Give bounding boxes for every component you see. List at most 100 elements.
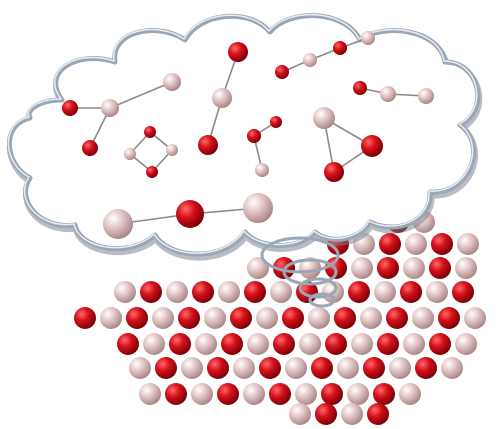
metal-atom <box>303 53 317 67</box>
oxygen-atom <box>62 100 78 116</box>
lattice-metal-atom <box>114 281 136 303</box>
lattice-metal-atom <box>129 357 151 379</box>
lattice-oxygen-atom <box>400 281 422 303</box>
lattice-metal-atom <box>464 307 486 329</box>
lattice-metal-atom <box>152 307 174 329</box>
lattice-metal-atom <box>308 307 330 329</box>
lattice-metal-atom <box>204 307 226 329</box>
lattice-metal-atom <box>389 357 411 379</box>
oxygen-atom <box>82 140 98 156</box>
molecule-cluster <box>124 126 178 178</box>
lattice-oxygen-atom <box>334 307 356 329</box>
lattice-metal-atom <box>455 257 477 279</box>
oxygen-atom <box>146 166 158 178</box>
metal-atom <box>166 144 178 156</box>
molecule-cluster <box>313 107 383 182</box>
lattice-oxygen-atom <box>207 357 229 379</box>
oxygen-atom <box>353 81 367 95</box>
lattice-oxygen-atom <box>269 383 291 405</box>
lattice-oxygen-atom <box>315 403 337 425</box>
metal-atom <box>418 88 434 104</box>
lattice-oxygen-atom <box>363 357 385 379</box>
oxygen-atom <box>324 162 344 182</box>
lattice-oxygen-atom <box>192 281 214 303</box>
oxygen-atom <box>144 126 156 138</box>
lattice-oxygen-atom <box>117 333 139 355</box>
oxygen-atom <box>361 135 383 157</box>
spiral-ring-3 <box>298 277 338 299</box>
lattice-metal-atom <box>299 333 321 355</box>
lattice-metal-atom <box>403 333 425 355</box>
lattice-metal-atom <box>181 357 203 379</box>
lattice-metal-atom <box>374 281 396 303</box>
lattice-oxygen-atom <box>377 257 399 279</box>
spiral-ring-2 <box>282 258 338 286</box>
metal-atom <box>212 88 232 108</box>
lattice-oxygen-atom <box>311 357 333 379</box>
metal-atom <box>313 107 335 129</box>
spiral-ring-1 <box>260 236 340 274</box>
lattice-metal-atom <box>233 357 255 379</box>
lattice-oxygen-atom <box>178 307 200 329</box>
thought-bubble-cloud <box>6 13 483 261</box>
metal-atom <box>255 163 269 177</box>
lattice-oxygen-atom <box>429 257 451 279</box>
lattice-metal-atom <box>285 357 307 379</box>
lattice-metal-atom <box>351 257 373 279</box>
lattice-metal-atom <box>270 281 292 303</box>
lattice-oxygen-atom <box>348 281 370 303</box>
lattice-metal-atom <box>351 333 373 355</box>
lattice-metal-atom <box>455 333 477 355</box>
lattice-metal-atom <box>191 383 213 405</box>
lattice-oxygen-atom <box>282 307 304 329</box>
lattice-oxygen-atom <box>126 307 148 329</box>
lattice-oxygen-atom <box>367 403 389 425</box>
lattice-oxygen-atom <box>230 307 252 329</box>
oxygen-atom <box>275 65 289 79</box>
lattice-metal-atom <box>426 281 448 303</box>
gas-phase-molecules <box>62 31 434 239</box>
lattice-oxygen-atom <box>74 307 96 329</box>
lattice-metal-atom <box>412 307 434 329</box>
lattice-metal-atom <box>457 233 479 255</box>
lattice-oxygen-atom <box>321 383 343 405</box>
metal-atom <box>361 31 375 45</box>
lattice-oxygen-atom <box>373 383 395 405</box>
lattice-oxygen-atom <box>379 233 401 255</box>
lattice-metal-atom <box>256 307 278 329</box>
oxide-crystal-lattice <box>74 211 486 425</box>
metal-atom <box>243 193 273 223</box>
lattice-metal-atom <box>100 307 122 329</box>
lattice-metal-atom <box>360 307 382 329</box>
lattice-metal-atom <box>166 281 188 303</box>
lattice-metal-atom <box>405 233 427 255</box>
lattice-oxygen-atom <box>169 333 191 355</box>
lattice-metal-atom <box>403 257 425 279</box>
lattice-metal-atom <box>337 357 359 379</box>
metal-atom <box>101 99 119 117</box>
metal-atom <box>163 73 181 91</box>
lattice-oxygen-atom <box>140 281 162 303</box>
lattice-oxygen-atom <box>259 357 281 379</box>
lattice-oxygen-atom <box>431 233 453 255</box>
oxygen-atom <box>270 116 282 128</box>
molecule-cluster <box>275 31 375 79</box>
oxygen-atom <box>228 42 248 62</box>
lattice-metal-atom <box>247 333 269 355</box>
lattice-metal-atom <box>243 383 265 405</box>
molecule-cluster <box>247 116 282 177</box>
oxygen-atom <box>176 200 204 228</box>
lattice-oxygen-atom <box>273 333 295 355</box>
oxygen-atom <box>247 129 261 143</box>
lattice-oxygen-atom <box>377 333 399 355</box>
lattice-metal-atom <box>295 383 317 405</box>
lattice-oxygen-atom <box>452 281 474 303</box>
cloud-outline-highlight <box>7 13 478 254</box>
molecule-cluster <box>103 193 273 239</box>
metal-atom <box>124 148 136 160</box>
lattice-oxygen-atom <box>386 307 408 329</box>
molecule-cluster <box>198 42 248 155</box>
oxygen-atom <box>333 41 347 55</box>
lattice-metal-atom <box>195 333 217 355</box>
